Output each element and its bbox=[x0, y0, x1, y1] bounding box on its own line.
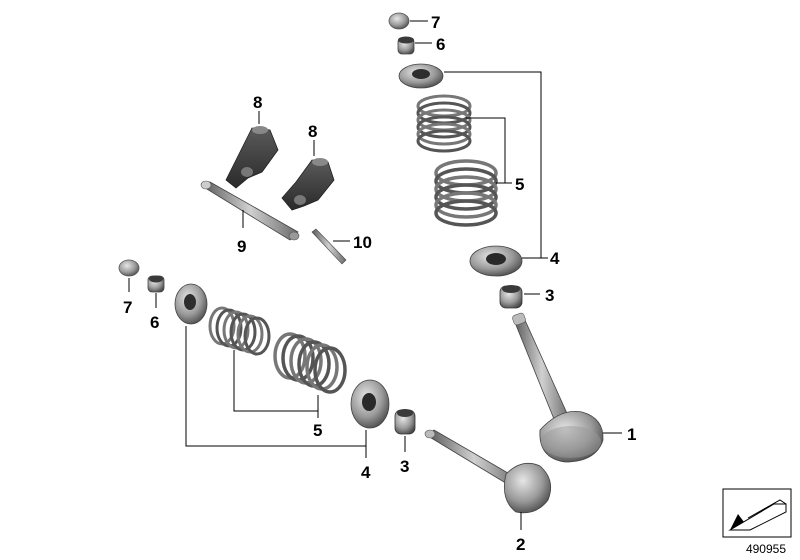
spring-retainer-lower bbox=[174, 283, 208, 325]
rocker-arm-left bbox=[225, 126, 279, 189]
callout-8-left: 8 bbox=[253, 93, 262, 112]
callout-5-lower: 5 bbox=[313, 421, 322, 440]
callout-1: 1 bbox=[627, 425, 636, 444]
spring-retainer-upper bbox=[398, 63, 444, 89]
callout-6-upper: 6 bbox=[436, 35, 445, 54]
stem-seal-lower bbox=[147, 275, 165, 293]
leader-4-upper-bracket bbox=[444, 71, 542, 259]
callout-2: 2 bbox=[516, 535, 525, 554]
outer-spring-upper bbox=[434, 159, 498, 227]
callout-3-lower: 3 bbox=[400, 457, 409, 476]
leader-4-lower-bracket bbox=[185, 326, 367, 447]
valve-guide-upper bbox=[499, 285, 523, 309]
spring-seat-washer-upper bbox=[469, 245, 523, 277]
callout-8-right: 8 bbox=[308, 122, 317, 141]
rocker-shaft bbox=[200, 180, 300, 241]
callout-10: 10 bbox=[353, 233, 372, 252]
leader-5-upper-bracket bbox=[466, 117, 506, 184]
callout-9: 9 bbox=[237, 237, 246, 256]
rocker-arm-right bbox=[281, 158, 335, 211]
valve-cap-upper bbox=[388, 12, 410, 30]
valve-guide-lower bbox=[394, 409, 416, 435]
reference-number: 490955 bbox=[745, 542, 786, 556]
outer-spring-lower bbox=[273, 332, 347, 394]
callout-6-lower: 6 bbox=[150, 313, 159, 332]
arrow-badge-icon bbox=[722, 488, 792, 538]
leader-5-lower-bracket bbox=[233, 350, 319, 412]
valve-exhaust bbox=[424, 429, 552, 514]
callout-4-upper: 4 bbox=[550, 249, 560, 268]
callout-3-upper: 3 bbox=[545, 286, 554, 305]
callout-7-lower: 7 bbox=[123, 298, 132, 317]
callout-7-upper: 7 bbox=[431, 13, 440, 32]
lower-valve-assembly: 7 6 5 4 3 2 bbox=[118, 259, 552, 554]
dowel-pin bbox=[311, 228, 347, 265]
inner-spring-lower bbox=[208, 306, 271, 356]
upper-valve-assembly: 7 6 5 4 3 1 bbox=[388, 12, 636, 463]
stem-seal-upper bbox=[397, 36, 415, 55]
inner-spring-upper bbox=[416, 94, 472, 153]
callout-4-lower: 4 bbox=[361, 463, 371, 482]
rocker-assembly: 8 8 9 10 bbox=[200, 93, 372, 265]
callout-5-upper: 5 bbox=[515, 175, 524, 194]
valve-cap-lower bbox=[118, 259, 140, 277]
spring-seat-washer-lower bbox=[350, 379, 390, 429]
valve-intake bbox=[512, 312, 604, 463]
